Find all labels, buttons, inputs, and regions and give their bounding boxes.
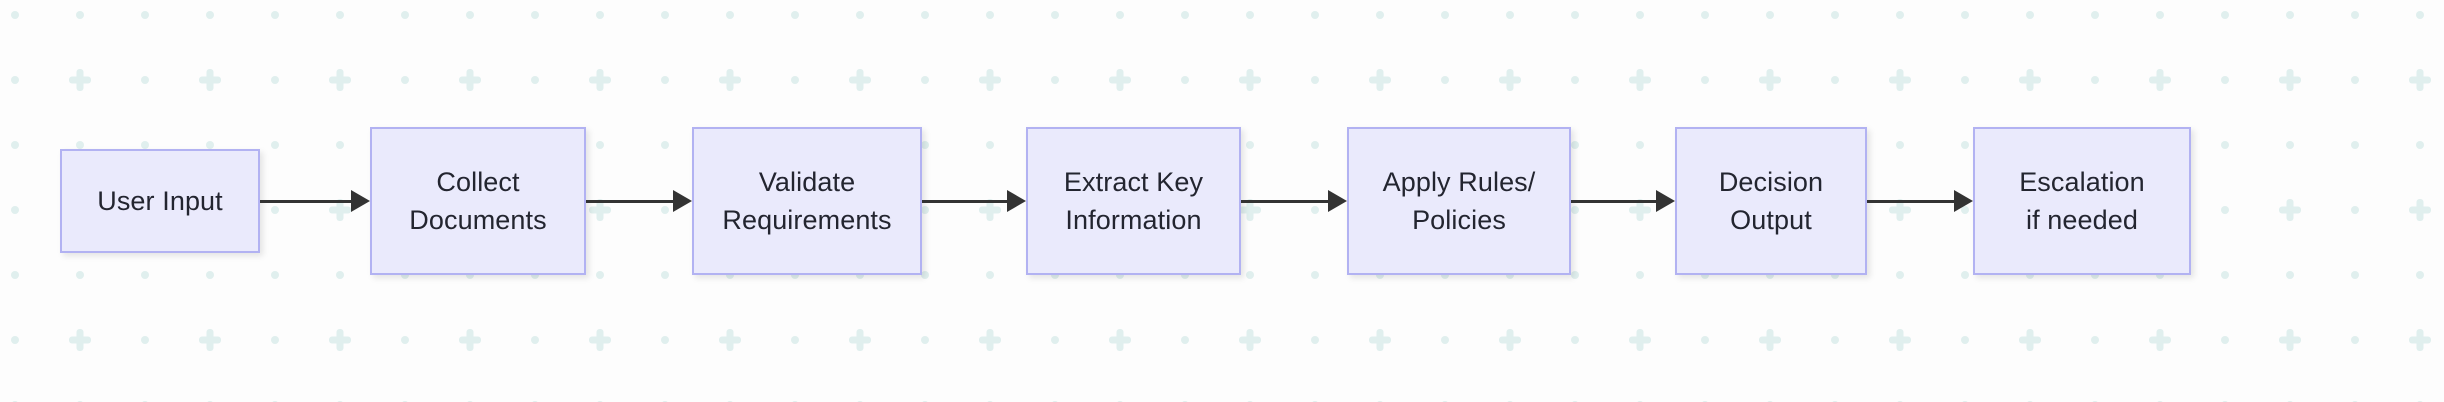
edge-line: [1571, 199, 1657, 203]
node-escalation-if-needed[interactable]: Escalation if needed: [1973, 127, 2191, 275]
arrowhead-icon: [673, 190, 692, 212]
node-decision-output[interactable]: Decision Output: [1675, 127, 1867, 275]
node-extract-key-information[interactable]: Extract Key Information: [1026, 127, 1241, 275]
edge-user-input-to-collect-documents: [260, 189, 370, 213]
edge-line: [260, 199, 352, 203]
arrowhead-icon: [1007, 190, 1026, 212]
arrowhead-icon: [1954, 190, 1973, 212]
node-user-input[interactable]: User Input: [60, 149, 260, 253]
arrowhead-icon: [1656, 190, 1675, 212]
arrowhead-icon: [351, 190, 370, 212]
edge-line: [922, 199, 1008, 203]
node-apply-rules-policies[interactable]: Apply Rules/ Policies: [1347, 127, 1571, 275]
arrowhead-icon: [1328, 190, 1347, 212]
edge-line: [586, 199, 674, 203]
edge-apply-rules-policies-to-decision-output: [1571, 189, 1675, 213]
edge-line: [1241, 199, 1329, 203]
node-collect-documents[interactable]: Collect Documents: [370, 127, 586, 275]
edge-extract-key-information-to-apply-rules-policies: [1241, 189, 1347, 213]
edge-collect-documents-to-validate-requirements: [586, 189, 692, 213]
edge-decision-output-to-escalation-if-needed: [1867, 189, 1973, 213]
edge-line: [1867, 199, 1955, 203]
node-validate-requirements[interactable]: Validate Requirements: [692, 127, 922, 275]
edge-validate-requirements-to-extract-key-information: [922, 189, 1026, 213]
